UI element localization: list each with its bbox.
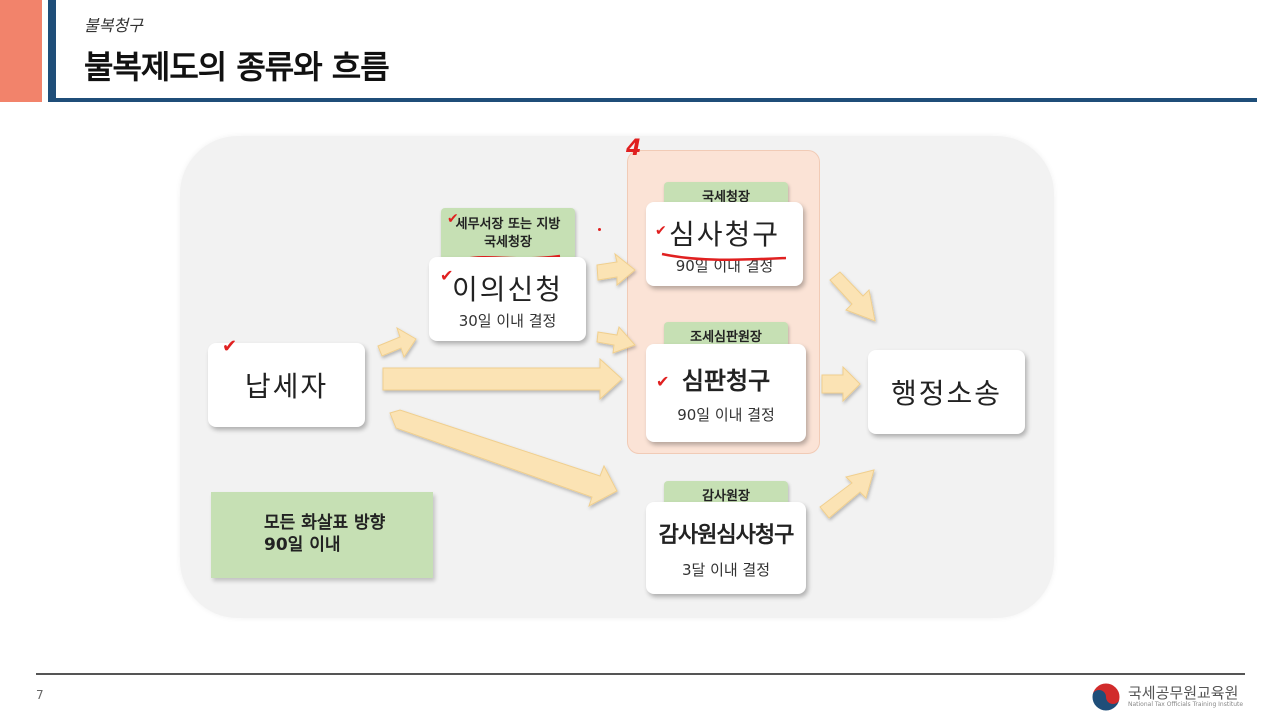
taegeuk-logo-icon (1091, 682, 1121, 712)
audit-label: 감사원심사청구 (658, 522, 795, 548)
arrow-taxpayer-objection (377, 326, 417, 359)
legend-line-2: 90일 이내 (264, 535, 341, 555)
arrow-objection-review (596, 252, 636, 287)
litigation-box: 행정소송 (868, 350, 1025, 434)
header-accent-navy (48, 0, 56, 102)
objection-box: 이의신청 30일 이내 결정 (429, 257, 586, 341)
red-dot (598, 228, 601, 231)
annotation-number: 4 (626, 136, 642, 161)
legend-text: 모든 화살표 방향 90일 이내 (264, 512, 385, 556)
check-mark-icon: ✔ (447, 211, 459, 227)
arrow-taxpayer-tribunal (382, 357, 623, 401)
litigation-label: 행정소송 (890, 377, 1003, 410)
red-underline (661, 252, 787, 262)
legend-box (211, 492, 433, 578)
review-label: 심사청구 (668, 217, 781, 251)
arrow-audit-litigation (819, 469, 875, 519)
tribunal-box: 심판청구 90일 이내 결정 (646, 344, 806, 442)
check-mark-icon: ✔ (656, 372, 670, 391)
header-accent-orange (0, 0, 42, 102)
org-name-en: National Tax Officials Training Institut… (1128, 701, 1244, 708)
page-number: 7 (36, 688, 44, 702)
objection-authority-tag: 세무서장 또는 지방국세청장 (441, 208, 575, 260)
review-deadline: 90일 이내 결정 (675, 256, 774, 275)
legend-line-1: 모든 화살표 방향 (264, 513, 386, 533)
taxpayer-label: 납세자 (244, 370, 329, 403)
review-box: 심사청구 90일 이내 결정 (646, 202, 803, 286)
objection-label: 이의신청 (451, 272, 564, 306)
tribunal-label: 심판청구 (681, 367, 771, 395)
slide-title: 불복제도의 종류와 흐름 (84, 48, 390, 86)
check-mark-icon: ✔ (440, 266, 454, 285)
arrow-taxpayer-audit (389, 409, 618, 508)
objection-deadline: 30일 이내 결정 (458, 311, 557, 330)
arrow-review-litigation (829, 271, 876, 322)
check-mark-icon: ✔ (655, 223, 667, 239)
org-name: 국세공무원교육원 (1128, 684, 1239, 702)
header-divider (48, 98, 1257, 102)
footer-divider (36, 673, 1245, 675)
section-subtitle: 불복청구 (84, 16, 143, 35)
audit-box: 감사원심사청구 3달 이내 결정 (646, 502, 806, 594)
tribunal-deadline: 90일 이내 결정 (677, 406, 775, 424)
arrow-objection-tribunal (596, 325, 636, 354)
arrow-tribunal-litigation (821, 365, 861, 403)
objection-authority-text: 세무서장 또는 지방국세청장 (455, 217, 561, 250)
check-mark-icon: ✔ (222, 336, 238, 357)
audit-deadline: 3달 이내 결정 (681, 560, 771, 579)
taxpayer-box: 납세자 (208, 343, 365, 427)
